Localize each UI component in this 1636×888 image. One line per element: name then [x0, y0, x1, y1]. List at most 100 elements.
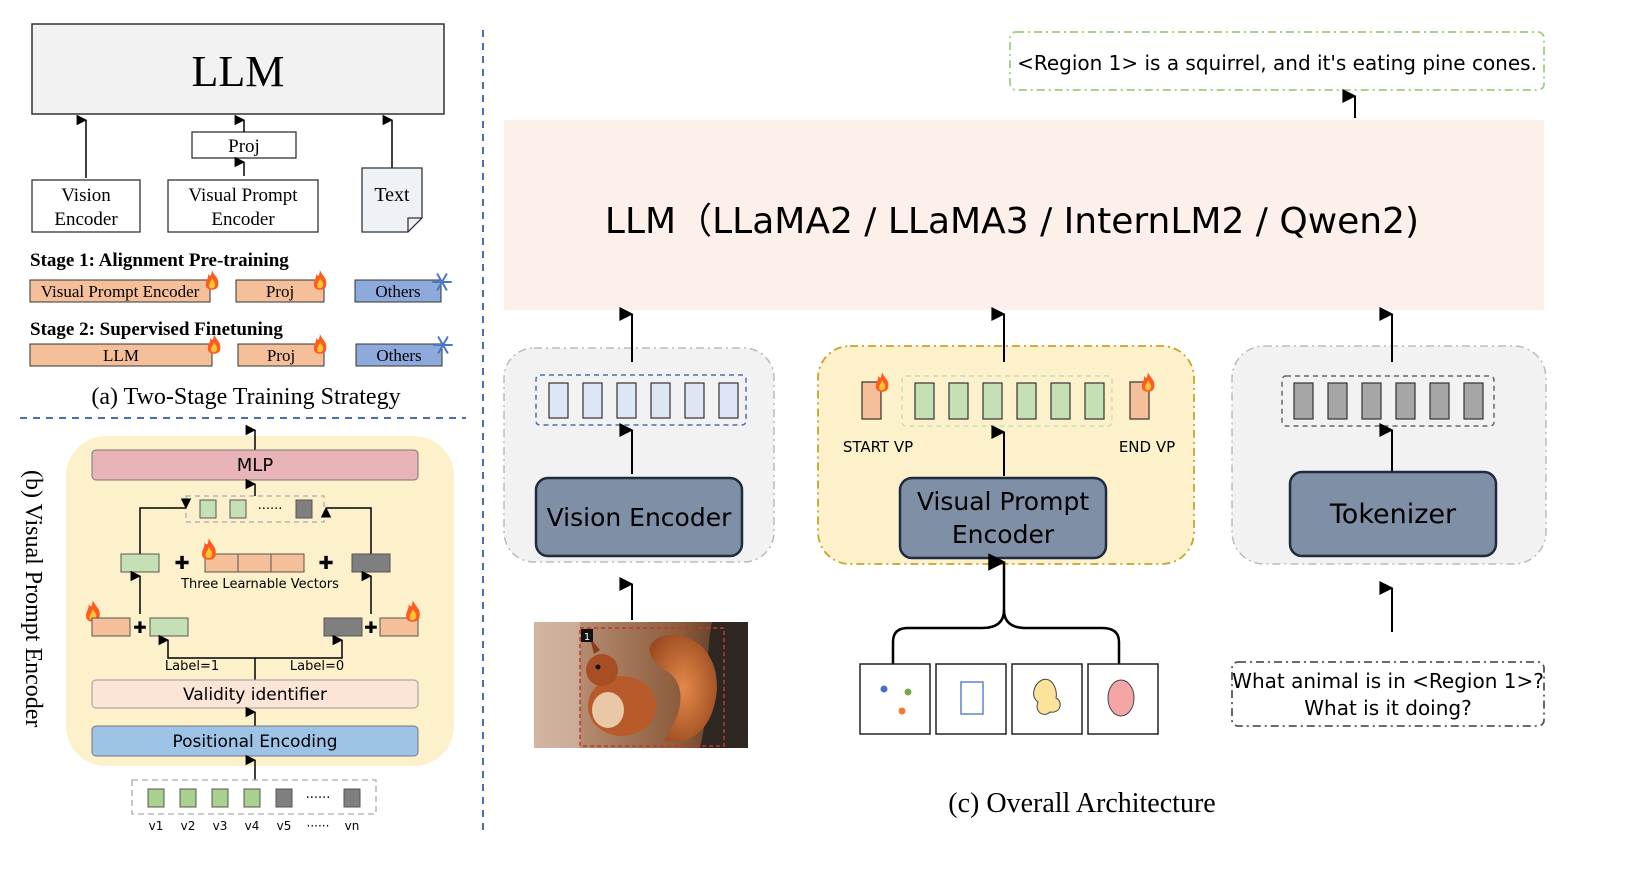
caption-c: (c) Overall Architecture: [948, 788, 1215, 819]
visual-prompt-token: [948, 382, 969, 420]
text-token: [1361, 382, 1382, 420]
stage1-proj-box: [235, 279, 325, 303]
text-token: [1429, 382, 1450, 420]
llm-label-c: LLM（LLaMA2 / LLaMA3 / InternLM2 / Qwen2): [605, 201, 1419, 242]
validity-identifier-label: Validity identifier: [183, 685, 327, 705]
output-text-box: [1009, 31, 1545, 91]
input-token-v1: [147, 788, 165, 808]
input-token-v3: [211, 788, 229, 808]
vision-token-group: [535, 374, 747, 426]
vision-token: [582, 382, 603, 419]
gray-vector: [323, 617, 363, 637]
stage1-others-label: Others: [375, 282, 420, 301]
stage2-proj-label: Proj: [267, 346, 295, 365]
visual-prompt-token: [1084, 382, 1105, 420]
start-vp-label: START VP: [843, 438, 913, 456]
green-token: [199, 499, 217, 519]
llm-box-a: [31, 23, 445, 115]
fire-icon: [313, 270, 327, 290]
stage1-vpe-label: Visual Prompt Encoder: [41, 282, 200, 301]
vision-token: [548, 382, 569, 419]
input-label-vn: vn: [345, 819, 360, 833]
vpe-background-b: [66, 436, 454, 766]
region-badge-label: 1: [584, 632, 590, 643]
visual-prompt-token: [914, 382, 935, 420]
visual-prompt-token: [1050, 382, 1071, 420]
learnable-vector: [237, 553, 272, 573]
stage1-vpe-box: [29, 279, 211, 303]
input-label-v5: v5: [277, 819, 292, 833]
learnable-label: Three Learnable Vectors: [180, 577, 339, 592]
stage2-others-box: [355, 343, 443, 367]
vision-encoder-label-a-1: Vision: [61, 185, 111, 206]
vision-encoder-box-a: [31, 179, 141, 233]
proj-label-a: Proj: [228, 136, 260, 157]
end-vp-token: [1129, 381, 1150, 420]
text-label-a: Text: [374, 184, 410, 206]
points-prompt: [859, 663, 931, 735]
panel-b: (b) Visual Prompt Encoder MLP ······ ✚ ✚…: [20, 424, 454, 833]
input-label-v1: v1: [149, 819, 164, 833]
stage2-others-label: Others: [376, 346, 421, 365]
snowflake-icon: [433, 336, 453, 354]
visual-prompt-encoder-box-a: [167, 179, 319, 233]
snowflake-icon: [432, 273, 452, 291]
vision-token: [616, 382, 637, 419]
text-token: [1327, 382, 1348, 420]
caption-b: (b) Visual Prompt Encoder: [20, 470, 46, 727]
question-line-1: What animal is in <Region 1>?: [1232, 669, 1544, 693]
llm-label-a: LLM: [192, 47, 285, 96]
vision-encoder-label-c: Vision Encoder: [547, 503, 732, 532]
plus-icon: ✚: [174, 553, 189, 574]
stage2-title: Stage 2: Supervised Finetuning: [30, 319, 283, 340]
visual-prompt-token: [982, 382, 1003, 420]
vision-token: [684, 382, 705, 419]
mlp-label: MLP: [237, 455, 274, 476]
visual-prompt-token: [1016, 382, 1037, 420]
region-badge: [581, 629, 593, 642]
input-token-v4: [243, 788, 261, 808]
label1-embedding: [91, 617, 131, 637]
plus-icon: ✚: [318, 553, 333, 574]
text-token: [1395, 382, 1416, 420]
stage2-llm-label: LLM: [103, 346, 139, 365]
llm-box-c: [504, 120, 1544, 310]
text-document-icon: [361, 167, 423, 233]
vision-token: [650, 382, 671, 419]
input-label-v2: v2: [181, 819, 196, 833]
panel-a: LLM Proj Vision Encoder Visual Prompt En…: [29, 23, 453, 410]
output-text: <Region 1> is a squirrel, and it's eatin…: [1017, 51, 1537, 75]
stage1-title: Stage 1: Alignment Pre-training: [30, 250, 289, 271]
proj-box-a: [191, 131, 297, 159]
green-vector: [149, 617, 189, 637]
fire-icon: [205, 270, 219, 290]
caption-a: (a) Two-Stage Training Strategy: [91, 384, 400, 410]
positional-encoding-label: Positional Encoding: [172, 732, 337, 752]
learnable-vector: [270, 553, 305, 573]
input-label-v4: v4: [245, 819, 260, 833]
question-box: [1231, 661, 1545, 727]
fire-icon: [313, 334, 327, 354]
end-vp-label: END VP: [1119, 438, 1175, 456]
label0-embedding: [379, 617, 419, 637]
input-token-v2: [179, 788, 197, 808]
plus-icon: ✚: [133, 618, 146, 637]
input-label-v3: v3: [213, 819, 228, 833]
squirrel-image: 1: [534, 622, 748, 748]
vision-encoder-label-a-2: Encoder: [54, 209, 118, 230]
visual-prompt-token-group: [901, 375, 1113, 427]
token-dots: ······: [258, 502, 283, 517]
stage2-proj-box: [237, 343, 325, 367]
text-token: [1463, 382, 1484, 420]
start-vp-token: [861, 381, 882, 420]
fire-icon: [86, 600, 100, 622]
label1-text: Label=1: [165, 659, 219, 674]
gray-token: [295, 499, 313, 519]
input-dots: ······: [306, 791, 331, 806]
green-vector: [120, 553, 160, 573]
gray-vector: [351, 553, 391, 573]
vision-token: [718, 382, 739, 419]
fire-icon: [1141, 372, 1155, 392]
vpe-label-c-1: Visual Prompt: [917, 487, 1089, 516]
